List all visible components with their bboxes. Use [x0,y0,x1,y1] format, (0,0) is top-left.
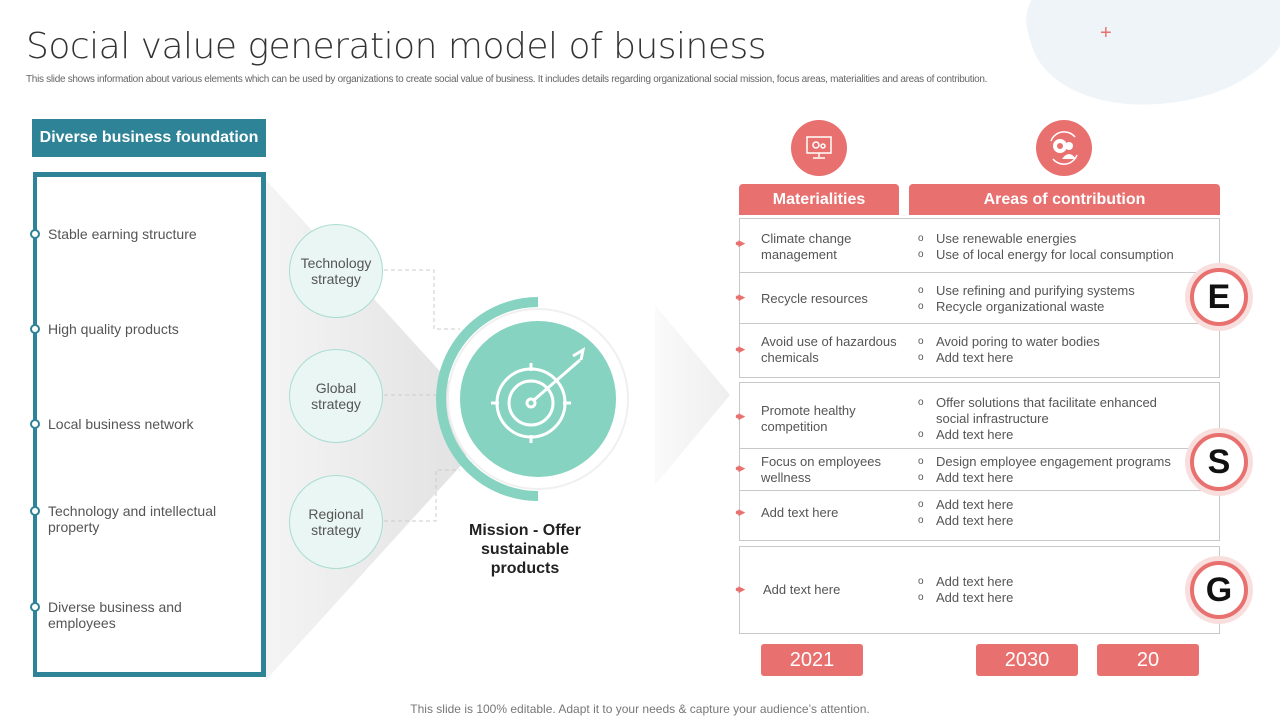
areas-header: Areas of contribution [909,184,1220,215]
year-badge: 2030 [976,644,1078,676]
letter-badge-g: G [1190,561,1248,619]
decorative-blob [1013,0,1280,136]
bullet-dot-icon [30,324,40,334]
materiality-text: Recycle resources [761,291,868,306]
plus-icon: + [1100,22,1112,44]
foundation-header: Diverse business foundation [32,119,266,157]
bullet-dot-icon [30,229,40,239]
area-text: Recycle organizational waste [936,299,1105,314]
foundation-item: Local business network [30,416,240,432]
strategy-circle-regional: Regional strategy [289,475,383,569]
area-text: Add text here [936,427,1014,442]
arrow-shade [655,305,730,485]
area-text: Design employee engagement programs [936,454,1171,469]
area-text: Add text here [936,350,1014,365]
page-title: Social value generation model of busines… [26,26,767,67]
strategy-circle-technology: Technology strategy [289,224,383,318]
year-badge: 20 [1097,644,1199,676]
materiality-text: Climate change management [761,231,852,262]
monitor-gear-icon [791,120,847,176]
foundation-item-label: Stable earning structure [48,226,197,242]
materialities-header: Materialities [739,184,899,215]
arrow-dot-icon: ●▶ [735,344,745,354]
area-text: Add text here [936,513,1014,528]
arrow-dot-icon: ●▶ [735,411,745,421]
area-text: Use refining and purifying systems [936,283,1135,298]
materiality-text: Add text here [763,582,841,597]
foundation-item-label: Technology and intellectual property [48,503,217,535]
year-badge: 2021 [761,644,863,676]
arrow-dot-icon: ●▶ [735,584,745,594]
area-text: Use of local energy for local consumptio… [936,247,1174,262]
strategy-circle-global: Global strategy [289,349,383,443]
foundation-item: Technology and intellectual property [30,503,240,535]
materiality-text: Focus on employees wellness [761,454,881,485]
bullet-dot-icon [30,506,40,516]
arrow-dot-icon: ●▶ [735,507,745,517]
foundation-item-label: Local business network [48,416,194,432]
materiality-text: Promote healthy competition [761,403,856,434]
area-text: Offer solutions that facilitate enhanced… [936,395,1157,426]
connector-lines [384,269,460,522]
subtitle: This slide shows information about vario… [26,74,988,85]
footer-note: This slide is 100% editable. Adapt it to… [410,702,870,716]
area-text: Add text here [936,470,1014,485]
area-text: Avoid poring to water bodies [936,334,1100,349]
letter-badge-s: S [1190,433,1248,491]
arrow-dot-icon: ●▶ [735,238,745,248]
arrow-dot-icon: ●▶ [735,292,745,302]
area-text: Add text here [936,590,1014,605]
area-text: Use renewable energies [936,231,1077,246]
foundation-item-label: High quality products [48,321,179,337]
foundation-item: Stable earning structure [30,226,240,242]
materiality-text: Avoid use of hazardous chemicals [761,334,897,365]
foundation-item-label: Diverse business and employees [48,599,182,631]
area-text: Add text here [936,574,1014,589]
foundation-item: High quality products [30,321,240,337]
gear-people-icon [1036,120,1092,176]
bullet-dot-icon [30,602,40,612]
letter-badge-e: E [1190,268,1248,326]
bullet-dot-icon [30,419,40,429]
target-icon [436,297,629,501]
area-text: Add text here [936,497,1014,512]
materiality-text: Add text here [761,505,839,520]
arrow-dot-icon: ●▶ [735,463,745,473]
mission-text: Mission - Offer sustainable products [468,522,581,577]
foundation-item: Diverse business and employees [30,599,240,631]
